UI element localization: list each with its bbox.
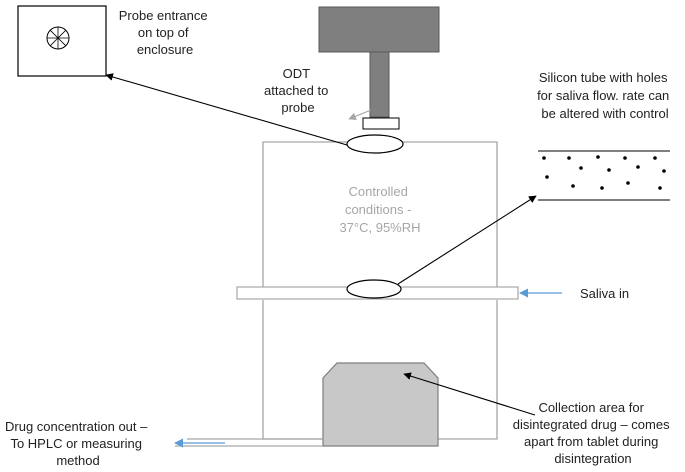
tube-holes-ellipse <box>346 279 402 299</box>
silicon-tube-detail <box>538 150 670 201</box>
odt-arrow <box>348 109 372 120</box>
odt-tablet <box>362 117 400 130</box>
tube-holes-dots <box>542 155 666 190</box>
collection-arrow <box>403 372 536 416</box>
controlled-conditions-label: Controlled conditions - 37°C, 95%RH <box>339 184 420 235</box>
silicon-tube-arrow <box>397 195 537 285</box>
silicon-tube-label: Silicon tube with holes for saliva flow.… <box>537 70 673 121</box>
probe-entrance-arrow <box>105 73 348 146</box>
saliva-in-label: Saliva in <box>580 286 629 301</box>
probe <box>318 6 440 130</box>
probe-shaft <box>369 51 390 118</box>
collection-label: Collection area for disintegrated drug –… <box>513 400 673 466</box>
probe-entrance-icon <box>46 26 70 50</box>
collection-area <box>322 362 439 447</box>
saliva-tube <box>236 279 519 300</box>
probe-entrance-ellipse <box>346 134 404 154</box>
odt-label: ODT attached to probe <box>264 66 332 115</box>
drug-out-label: Drug concentration out – To HPLC or meas… <box>5 419 151 468</box>
outlet-pipe <box>175 438 323 447</box>
probe-motor-head <box>318 6 440 53</box>
probe-entrance-inset <box>17 5 107 77</box>
probe-entrance-label: Probe entrance on top of enclosure <box>119 8 212 57</box>
